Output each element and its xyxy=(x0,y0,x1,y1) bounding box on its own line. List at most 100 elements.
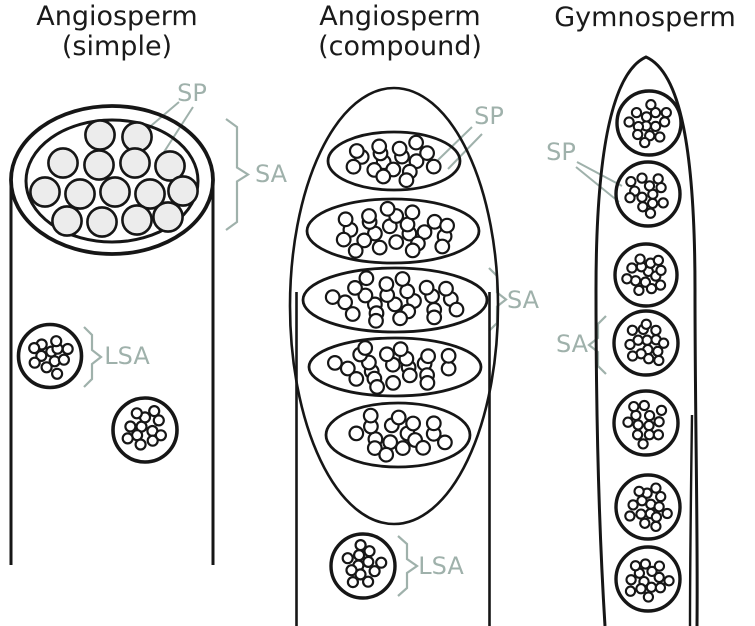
angiosperm-simple-leaf-primordium-disc xyxy=(83,149,115,181)
angiosperm-simple-leaf-primordium-disc xyxy=(154,150,186,182)
gymnosperm-cell-dot xyxy=(650,511,663,523)
angiosperm-compound-cell-dot xyxy=(378,446,395,463)
angiosperm-compound-cell-dot xyxy=(438,280,454,297)
angiosperm-compound-cell-dot xyxy=(394,440,411,457)
angiosperm-compound-cell-dot xyxy=(425,415,442,432)
gymnosperm-cell-dot xyxy=(645,99,657,111)
angiosperm-compound-cell-dot xyxy=(346,575,359,589)
angiosperm-simple-cell-dot xyxy=(40,361,53,374)
angiosperm-compound-lateral-shoot-apex xyxy=(329,532,397,600)
gymnosperm-cell-dot xyxy=(650,520,662,533)
angiosperm-compound-cell-dot xyxy=(379,200,396,217)
angiosperm-compound-cell-dot xyxy=(345,158,362,175)
angiosperm-compound-cell-dot xyxy=(362,575,375,588)
angiosperm-compound-cell-dot xyxy=(341,552,354,565)
angiosperm-compound-cell-dot xyxy=(339,360,356,377)
angiosperm-compound-cell-dot xyxy=(404,242,421,259)
angiosperm-simple-cell-dot xyxy=(130,407,143,420)
gymnosperm-bud-scale-apex-1 xyxy=(615,89,683,157)
gymnosperm-bud-scale-apex-2 xyxy=(614,160,682,228)
angiosperm-simple-leaf-primordium-disc xyxy=(121,204,153,236)
angiosperm-compound-cell-dot xyxy=(362,407,379,424)
label-sa-gymnosperm: SA xyxy=(555,330,589,358)
angiosperm-compound-cell-dot xyxy=(347,242,364,259)
gymnosperm-cell-dot xyxy=(637,201,649,213)
angiosperm-simple-leaf-primordium-disc xyxy=(84,119,116,151)
angiosperm-compound-cell-dot xyxy=(362,555,375,569)
angiosperm-compound-cell-dot xyxy=(356,232,373,249)
gymnosperm-cell-dot xyxy=(632,128,644,141)
gymnosperm-cell-dot xyxy=(650,482,662,494)
gymnosperm-cell-dot xyxy=(624,585,637,597)
gymnosperm-cell-dot xyxy=(643,409,656,422)
label-sp-gymnosperm: SP xyxy=(546,138,576,166)
panel-title-angiosperm-simple-line1: Angiosperm xyxy=(36,1,198,32)
angiosperm-compound-cell-dot xyxy=(391,140,408,157)
gymnosperm-cell-dot xyxy=(652,254,665,267)
gymnosperm-cell-dot xyxy=(626,262,638,274)
angiosperm-compound-cell-dot xyxy=(348,371,365,387)
gymnosperm-bud-scale-apex-4 xyxy=(612,309,680,377)
angiosperm-compound-cell-dot xyxy=(398,172,415,189)
angiosperm-compound-cell-dot xyxy=(369,379,386,395)
gymnosperm-cell-dot xyxy=(623,116,635,128)
gymnosperm-sp-leader-line-2 xyxy=(575,166,620,203)
gymnosperm-cell-dot xyxy=(628,400,640,413)
gymnosperm-cell-dot xyxy=(637,438,649,450)
gymnosperm-cell-dot xyxy=(657,337,670,349)
angiosperm-compound-cell-dot xyxy=(378,276,395,293)
label-sa-angiosperm-simple: SA xyxy=(254,160,288,188)
gymnosperm-cell-dot xyxy=(630,409,642,422)
angiosperm-compound-cell-dot xyxy=(327,355,343,371)
label-sp-angiosperm-simple: SP xyxy=(177,79,207,107)
gymnosperm-cell-dot xyxy=(635,583,647,595)
angiosperm-compound-cell-dot xyxy=(440,347,457,364)
angiosperm-compound-cell-dot xyxy=(357,287,374,304)
gymnosperm-cell-dot xyxy=(654,279,667,291)
angiosperm-compound-cell-dot xyxy=(437,434,453,451)
gymnosperm-cell-dot xyxy=(639,558,652,570)
gymnosperm-cell-dot xyxy=(640,111,653,123)
angiosperm-compound-cell-dot xyxy=(363,545,376,558)
gymnosperm-cell-dot xyxy=(657,197,669,209)
gymnosperm-cell-dot xyxy=(633,485,645,498)
angiosperm-compound-cell-dot xyxy=(440,360,457,377)
angiosperm-simple-leaf-primordium-disc xyxy=(121,121,153,153)
gymnosperm-cell-dot xyxy=(644,207,657,219)
angiosperm-simple-sp-leader-line-2 xyxy=(163,106,194,153)
angiosperm-compound-cell-dot xyxy=(419,145,436,162)
label-lsa-angiosperm-compound: LSA xyxy=(418,552,464,580)
gymnosperm-cell-dot xyxy=(631,429,644,441)
gymnosperm-cell-dot xyxy=(626,350,639,362)
gymnosperm-cell-dot xyxy=(653,560,666,572)
gymnosperm-bud-scale-apex-3 xyxy=(613,242,679,308)
angiosperm-compound-cell-dot xyxy=(353,548,366,562)
angiosperm-simple-leaf-primordium-disc xyxy=(47,147,79,179)
angiosperm-compound-cell-dot xyxy=(371,239,388,256)
gymnosperm-bud-scale-apex-7 xyxy=(614,545,682,613)
angiosperm-simple-cell-dot xyxy=(154,429,167,442)
gymnosperm-stem-side-inner-right xyxy=(688,414,694,626)
gymnosperm-cell-dot xyxy=(652,173,664,185)
gymnosperm-cell-dot xyxy=(649,120,662,133)
gymnosperm-sa-brace xyxy=(587,315,607,375)
angiosperm-compound-cell-dot xyxy=(448,301,465,318)
angiosperm-compound-shoot-apex-disc-3 xyxy=(301,266,489,334)
gymnosperm-cell-dot xyxy=(643,419,655,432)
angiosperm-simple-cell-dot xyxy=(134,438,147,451)
gymnosperm-cell-dot xyxy=(645,282,658,295)
angiosperm-simple-leaf-primordium-disc xyxy=(167,175,199,207)
angiosperm-simple-cell-dot xyxy=(50,367,64,380)
angiosperm-compound-shoot-apex-disc-4 xyxy=(307,336,483,398)
gymnosperm-cell-dot xyxy=(655,404,668,417)
angiosperm-compound-cell-dot xyxy=(358,270,375,287)
angiosperm-compound-cell-dot xyxy=(385,375,402,391)
angiosperm-compound-cell-dot xyxy=(404,204,421,221)
angiosperm-compound-cell-dot xyxy=(418,279,435,296)
gymnosperm-cell-dot xyxy=(654,582,667,594)
angiosperm-compound-shoot-apex-disc-1 xyxy=(326,130,462,192)
angiosperm-simple-lateral-shoot-apex-1 xyxy=(16,322,84,390)
gymnosperm-apex-dome-outline xyxy=(594,55,699,626)
gymnosperm-cell-dot xyxy=(646,565,658,578)
